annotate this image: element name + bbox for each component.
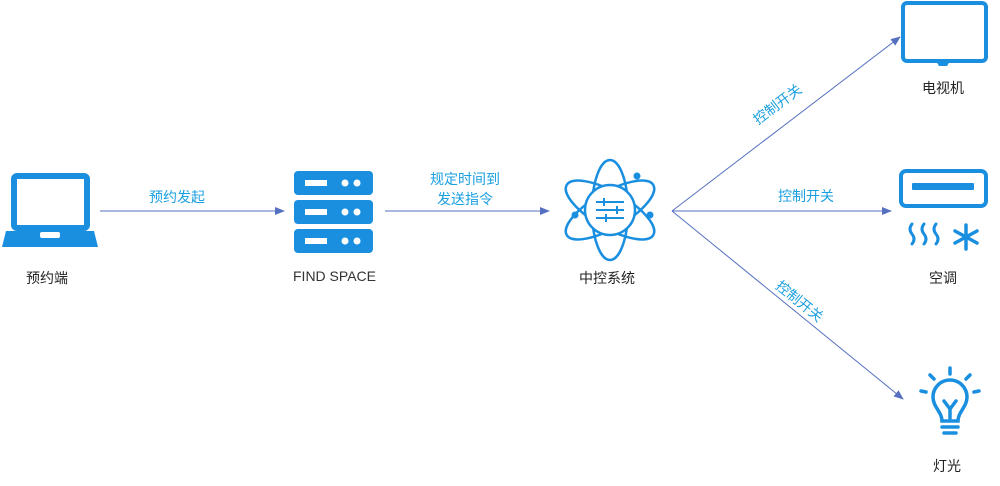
edge-label-controller-ac: 控制开关: [778, 189, 834, 205]
edge-controller-light: [671, 210, 904, 400]
air-conditioner-icon: [899, 169, 988, 251]
edge-controller-tv: [671, 36, 901, 212]
atom-icon: [564, 158, 656, 262]
laptop-icon: [2, 173, 98, 247]
controller-label: 中控系统: [579, 271, 635, 287]
edge-label-server-controller: 规定时间到 发送指令: [420, 170, 510, 210]
client-label: 预约端: [26, 271, 68, 287]
server-label: FIND SPACE: [293, 268, 376, 284]
server-icon: [294, 171, 373, 253]
edge-label-line1: 规定时间到: [430, 172, 500, 188]
edge-label-line2: 发送指令: [437, 192, 493, 208]
tv-label: 电视机: [922, 81, 964, 97]
light-label: 灯光: [933, 459, 961, 475]
lightbulb-icon: [919, 366, 981, 435]
monitor-icon: [901, 1, 988, 66]
edge-label-client-server: 预约发起: [149, 190, 205, 206]
ac-label: 空调: [929, 271, 957, 287]
